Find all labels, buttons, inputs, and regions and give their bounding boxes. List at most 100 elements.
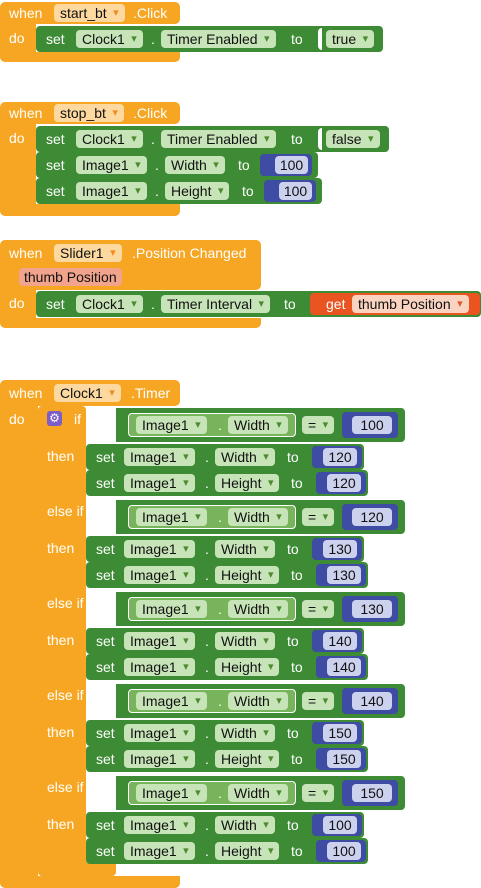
number-block[interactable]: 130 xyxy=(342,596,398,622)
property-dropdown[interactable]: Width xyxy=(228,600,288,618)
boolean-dropdown[interactable]: false xyxy=(326,130,380,148)
property-dropdown[interactable]: Width xyxy=(215,448,275,466)
property-dropdown[interactable]: Height xyxy=(215,658,280,676)
property-dropdown[interactable]: Width xyxy=(228,784,288,802)
number-block[interactable]: 140 xyxy=(312,630,362,652)
if-else-block[interactable] xyxy=(38,406,86,874)
number-block[interactable]: 100 xyxy=(264,180,316,202)
dot-separator: . xyxy=(205,725,209,741)
component-dropdown[interactable]: Clock1 xyxy=(76,30,143,48)
property-dropdown[interactable]: Width xyxy=(228,416,288,434)
component-dropdown[interactable]: Clock1 xyxy=(76,295,143,313)
component-dropdown[interactable]: Image1 xyxy=(76,182,147,200)
property-dropdown[interactable]: Timer Enabled xyxy=(161,130,276,148)
component-dropdown[interactable]: Image1 xyxy=(124,448,195,466)
number-block[interactable]: 120 xyxy=(316,472,366,494)
component-dropdown[interactable]: stop_bt xyxy=(54,104,124,122)
property-dropdown[interactable]: Width xyxy=(228,692,288,710)
event-spine xyxy=(0,404,38,878)
property-dropdown[interactable]: Height xyxy=(215,750,280,768)
number-value[interactable]: 150 xyxy=(327,750,361,768)
component-dropdown[interactable]: Image1 xyxy=(124,566,195,584)
number-value[interactable]: 130 xyxy=(327,566,361,584)
number-block[interactable]: 150 xyxy=(312,722,362,744)
property-dropdown[interactable]: Timer Interval xyxy=(161,295,271,313)
component-dropdown[interactable]: Clock1 xyxy=(54,384,121,402)
number-value[interactable]: 150 xyxy=(323,724,357,742)
property-dropdown[interactable]: Height xyxy=(215,474,280,492)
to-keyword: to xyxy=(287,817,299,833)
number-value[interactable]: 150 xyxy=(352,784,392,802)
component-dropdown[interactable]: Image1 xyxy=(124,816,195,834)
number-value[interactable]: 140 xyxy=(323,632,357,650)
to-keyword: to xyxy=(291,475,303,491)
event-spine xyxy=(0,122,36,206)
property-dropdown[interactable]: Width xyxy=(215,632,275,650)
operator-dropdown[interactable]: = xyxy=(302,784,335,802)
property-dropdown[interactable]: Width xyxy=(228,508,288,526)
number-block[interactable]: 140 xyxy=(342,688,398,714)
component-dropdown[interactable]: Image1 xyxy=(124,724,195,742)
set-keyword: set xyxy=(96,567,115,583)
component-dropdown[interactable]: Image1 xyxy=(124,750,195,768)
property-dropdown[interactable]: Timer Enabled xyxy=(161,30,276,48)
number-block[interactable]: 130 xyxy=(316,564,366,586)
component-dropdown[interactable]: Clock1 xyxy=(76,130,143,148)
number-block[interactable]: 150 xyxy=(342,780,398,806)
component-dropdown[interactable]: Image1 xyxy=(124,842,195,860)
operator-dropdown[interactable]: = xyxy=(302,416,335,434)
dot-separator: . xyxy=(155,183,159,199)
number-value[interactable]: 100 xyxy=(352,416,392,434)
property-dropdown[interactable]: Width xyxy=(215,816,275,834)
number-value[interactable]: 130 xyxy=(323,540,357,558)
number-block[interactable]: 130 xyxy=(312,538,362,560)
component-dropdown[interactable]: Slider1 xyxy=(54,244,122,262)
property-dropdown[interactable]: Height xyxy=(215,566,280,584)
then-keyword: then xyxy=(47,632,75,648)
mutator-gear-icon[interactable]: ⚙ xyxy=(47,411,62,426)
operator-dropdown[interactable]: = xyxy=(302,600,335,618)
variable-dropdown[interactable]: thumb Position xyxy=(352,295,469,313)
number-block[interactable]: 140 xyxy=(316,656,366,678)
property-dropdown[interactable]: Width xyxy=(215,540,275,558)
component-dropdown[interactable]: Image1 xyxy=(124,540,195,558)
to-keyword: to xyxy=(284,296,296,312)
component-dropdown[interactable]: Image1 xyxy=(124,658,195,676)
number-value[interactable]: 140 xyxy=(352,692,392,710)
number-value[interactable]: 120 xyxy=(327,474,361,492)
number-value[interactable]: 140 xyxy=(327,658,361,676)
else-if-keyword: else if xyxy=(47,503,84,519)
number-block[interactable]: 100 xyxy=(312,814,362,836)
component-dropdown[interactable]: Image1 xyxy=(76,156,147,174)
property-dropdown[interactable]: Height xyxy=(165,182,230,200)
number-value[interactable]: 100 xyxy=(279,182,312,200)
number-block[interactable]: 150 xyxy=(316,748,366,770)
property-dropdown[interactable]: Width xyxy=(215,724,275,742)
to-keyword: to xyxy=(287,725,299,741)
number-value[interactable]: 120 xyxy=(323,448,357,466)
operator-dropdown[interactable]: = xyxy=(302,508,335,526)
event-parameter[interactable]: thumb Position xyxy=(19,268,122,286)
component-dropdown[interactable]: Image1 xyxy=(136,692,207,710)
number-value[interactable]: 100 xyxy=(275,156,308,174)
component-dropdown[interactable]: Image1 xyxy=(124,632,195,650)
component-dropdown[interactable]: Image1 xyxy=(136,784,207,802)
number-value[interactable]: 100 xyxy=(327,842,361,860)
number-block[interactable]: 120 xyxy=(312,446,362,468)
number-value[interactable]: 130 xyxy=(352,600,392,618)
component-dropdown[interactable]: Image1 xyxy=(124,474,195,492)
number-value[interactable]: 100 xyxy=(323,816,357,834)
component-dropdown[interactable]: Image1 xyxy=(136,600,207,618)
operator-dropdown[interactable]: = xyxy=(302,692,335,710)
number-block[interactable]: 100 xyxy=(316,840,366,862)
boolean-dropdown[interactable]: true xyxy=(326,30,375,48)
component-dropdown[interactable]: Image1 xyxy=(136,416,207,434)
component-dropdown[interactable]: Image1 xyxy=(136,508,207,526)
property-dropdown[interactable]: Height xyxy=(215,842,280,860)
number-block[interactable]: 100 xyxy=(342,412,398,438)
number-value[interactable]: 120 xyxy=(352,508,392,526)
component-dropdown[interactable]: start_bt xyxy=(54,4,125,22)
number-block[interactable]: 120 xyxy=(342,504,398,530)
number-block[interactable]: 100 xyxy=(260,154,312,176)
property-dropdown[interactable]: Width xyxy=(165,156,225,174)
